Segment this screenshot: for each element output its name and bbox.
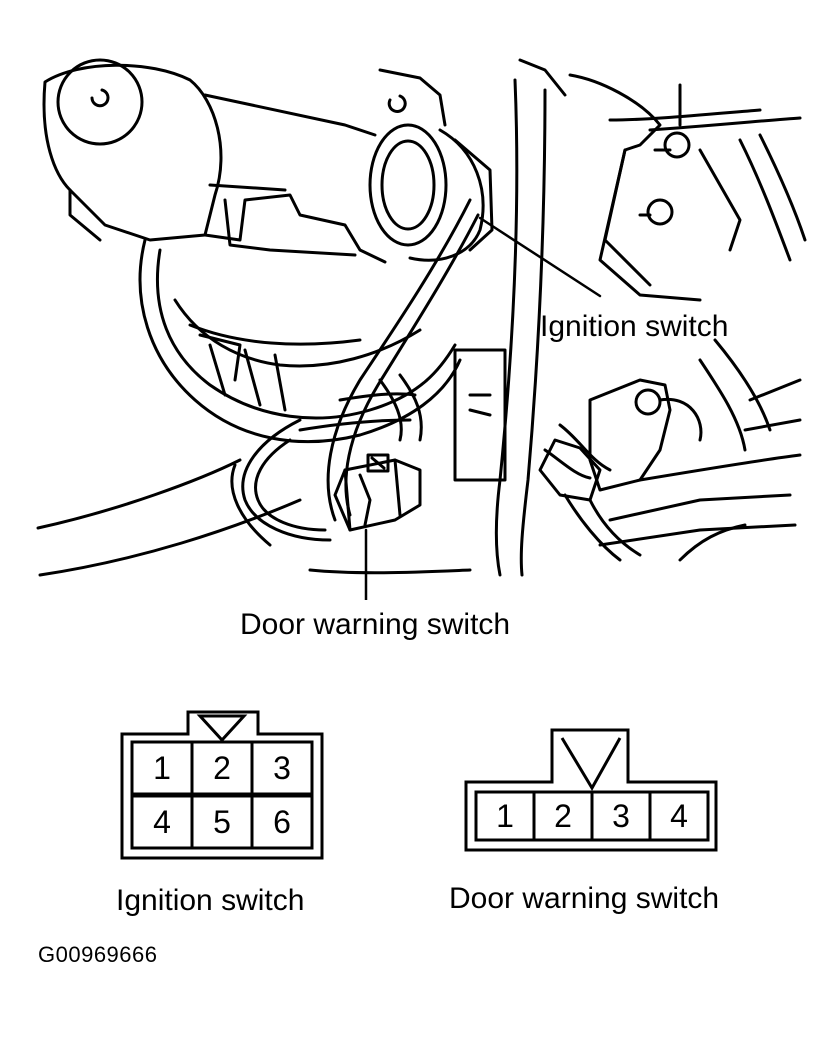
door-warning-connector-caption: Door warning switch	[449, 882, 720, 915]
door-pin-1: 1	[496, 798, 514, 834]
ignition-pin-6: 6	[273, 804, 291, 840]
ignition-key-triangle	[196, 714, 248, 743]
dash-bracket	[453, 58, 567, 577]
panel-lines	[36, 458, 472, 577]
ignition-pin-5: 5	[213, 804, 231, 840]
door-pin-4: 4	[670, 798, 688, 834]
door-pin-3: 3	[612, 798, 630, 834]
ignition-switch-callout: Ignition switch	[540, 310, 729, 343]
door-key-v	[560, 737, 622, 791]
ignition-pin-4: 4	[153, 804, 171, 840]
key-cylinder	[42, 58, 223, 242]
ignition-pin-2: 2	[213, 750, 231, 786]
door-pin-2: 2	[554, 798, 572, 834]
ignition-connector-caption: Ignition switch	[116, 884, 305, 917]
lower-right-assembly	[538, 338, 802, 562]
mounting-bracket	[568, 73, 807, 302]
door-warning-connector	[464, 728, 718, 852]
door-warning-switch-part	[333, 453, 422, 532]
ignition-leader-line	[478, 216, 602, 298]
wire-harness	[138, 238, 462, 444]
ignition-pin-3: 3	[273, 750, 291, 786]
ignition-pin-1: 1	[153, 750, 171, 786]
steering-column-illustration	[36, 58, 807, 600]
column-housing	[203, 68, 494, 264]
figure-id: G00969666	[38, 942, 158, 967]
ignition-connector	[120, 710, 324, 860]
door-warning-switch-callout: Door warning switch	[240, 608, 511, 641]
